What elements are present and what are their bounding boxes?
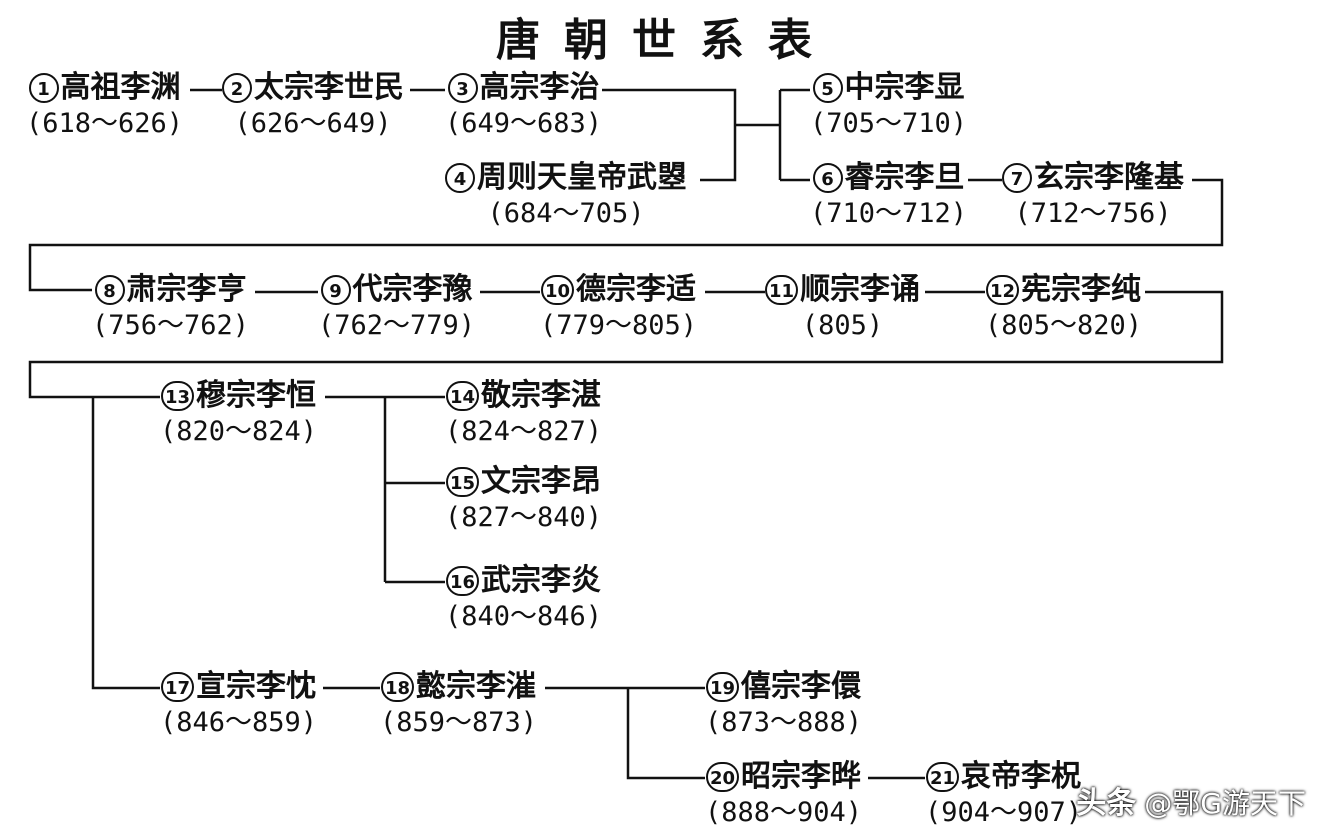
emperor-name: 睿宗李旦: [844, 160, 965, 195]
emperor-name: 武宗李炎: [481, 563, 602, 598]
reign-years: (805～820): [985, 310, 1143, 341]
emperor-name: 穆宗李恒: [196, 378, 317, 413]
emperor-name: 高宗李治: [479, 70, 600, 105]
watermark: 头条@鄂G游天下: [1076, 778, 1306, 822]
emperor-name: 玄宗李隆基: [1034, 160, 1184, 195]
emperor-name: 昭宗李晔: [741, 759, 862, 794]
reign-years: (846～859): [160, 707, 318, 738]
reign-years: (705～710): [810, 108, 968, 139]
reign-number-badge: 2: [222, 73, 252, 103]
reign-number-badge: 12: [985, 275, 1020, 305]
reign-number-badge: 10: [540, 275, 575, 305]
reign-number-badge: 19: [705, 672, 740, 702]
reign-number-badge: 1: [28, 73, 59, 103]
reign-years: (649～683): [445, 108, 603, 139]
page-title: 唐朝世系表: [496, 15, 836, 66]
reign-number-badge: 6: [812, 163, 843, 193]
reign-number-badge: 17: [160, 672, 195, 702]
watermark-handle: @鄂G游天下: [1144, 787, 1306, 820]
emperor-name: 中宗李显: [844, 70, 965, 105]
reign-number-badge: 8: [94, 275, 125, 305]
reign-years: (626～649): [234, 108, 392, 139]
reign-number-badge: 18: [380, 672, 415, 702]
reign-number-badge: 20: [705, 762, 740, 792]
emperor-name: 肃宗李亨: [126, 272, 247, 307]
reign-number-badge: 9: [320, 275, 351, 305]
reign-number-badge: 16: [445, 566, 480, 596]
reign-number-badge: 15: [445, 467, 480, 497]
reign-years: (618～626): [26, 108, 184, 139]
reign-number-badge: 4: [445, 163, 475, 193]
reign-number-badge: 11: [765, 275, 799, 305]
emperor-name: 代宗李豫: [352, 272, 473, 307]
reign-years: (888～904): [705, 797, 863, 828]
emperor-name: 敬宗李湛: [481, 378, 602, 413]
emperor-name: 僖宗李儇: [741, 669, 862, 704]
emperor-name: 高祖李渊: [60, 70, 181, 105]
reign-years: (840～846): [445, 601, 603, 632]
emperor-name: 德宗李适: [576, 272, 697, 307]
reign-years: (779～805): [540, 310, 698, 341]
reign-years: (756～762): [92, 310, 250, 341]
reign-years: (820～824): [160, 416, 318, 447]
reign-number-badge: 21: [925, 762, 960, 792]
reign-years: (873～888): [705, 707, 863, 738]
reign-years: (684～705): [487, 198, 645, 229]
emperor-name: 文宗李昂: [481, 464, 602, 499]
reign-number-badge: 7: [1002, 163, 1032, 193]
reign-years: (712～756): [1014, 198, 1172, 229]
reign-years: (762～779): [318, 310, 476, 341]
emperor-name: 宪宗李纯: [1021, 272, 1142, 307]
reign-years: (805): [801, 310, 884, 341]
reign-years: (859～873): [380, 707, 538, 738]
reign-years: (904～907): [925, 797, 1083, 828]
emperor-name: 周则天皇帝武曌: [477, 160, 687, 195]
emperor-name: 太宗李世民: [254, 70, 404, 105]
reign-years: (827～840): [445, 502, 603, 533]
reign-number-badge: 3: [447, 73, 478, 103]
reign-number-badge: 5: [812, 73, 843, 103]
emperor-name: 哀帝李柷: [961, 759, 1082, 794]
reign-number-badge: 14: [445, 381, 480, 411]
reign-number-badge: 13: [160, 381, 195, 411]
reign-years: (824～827): [445, 416, 603, 447]
watermark-brand: 头条: [1076, 786, 1137, 821]
emperor-name: 宣宗李忱: [196, 669, 317, 704]
emperor-name: 顺宗李诵: [800, 272, 921, 307]
reign-years: (710～712): [810, 198, 968, 229]
emperor-name: 懿宗李漼: [416, 669, 537, 704]
